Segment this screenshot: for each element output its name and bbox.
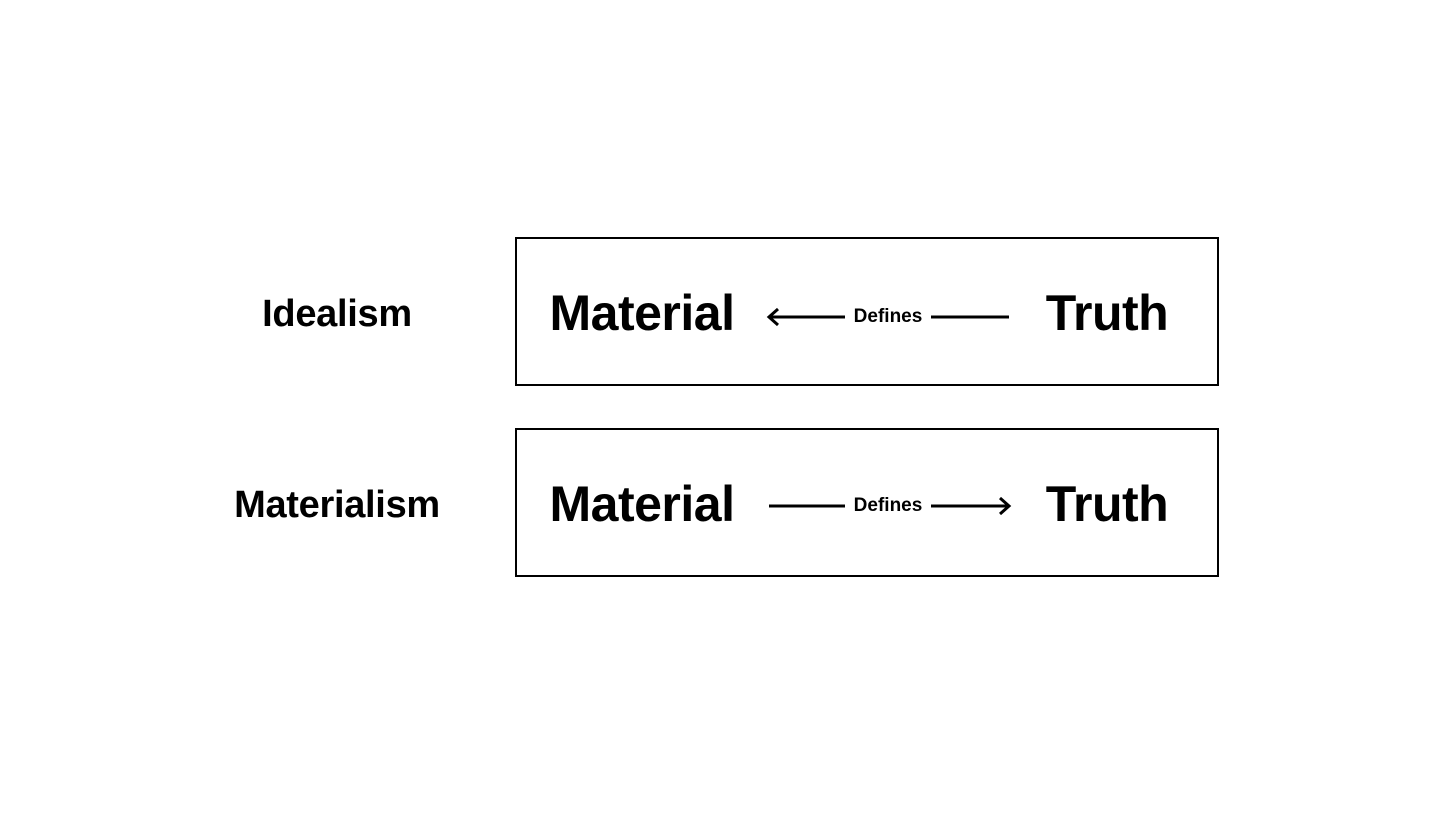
relation-label: Defines xyxy=(845,495,931,517)
materialism-box: Material Defines Truth xyxy=(515,428,1219,577)
row-label-materialism: Materialism xyxy=(234,484,440,526)
material-term: Material xyxy=(549,285,735,341)
left-arrow-icon xyxy=(766,307,1009,327)
material-term: Material xyxy=(549,476,735,532)
idealism-box: Material Defines Truth xyxy=(515,237,1219,386)
row-label-idealism: Idealism xyxy=(262,293,412,335)
truth-term: Truth xyxy=(1045,476,1169,532)
defines-relation: Defines xyxy=(765,491,1013,521)
truth-term: Truth xyxy=(1045,285,1169,341)
relation-label: Defines xyxy=(845,306,931,328)
right-arrow-icon xyxy=(769,496,1012,516)
defines-relation: Defines xyxy=(765,302,1013,332)
